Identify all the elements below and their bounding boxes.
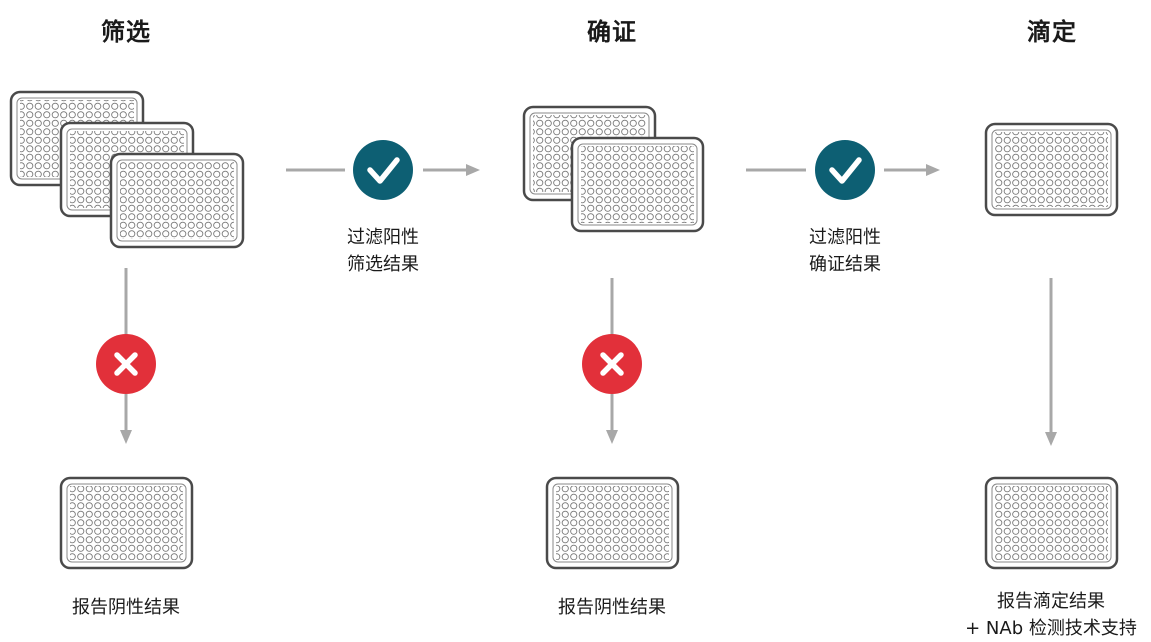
stage-title-titration: 滴定 xyxy=(1027,18,1077,46)
report-caption-titration: 报告滴定结果 + NAb 检测技术支持 xyxy=(965,588,1137,642)
pass-arrow-screening-to-confirmation xyxy=(286,140,480,200)
titration-down-arrow xyxy=(1045,278,1057,446)
screening-plate-stack xyxy=(9,90,245,249)
close-icon xyxy=(582,334,642,394)
check-icon xyxy=(353,140,413,200)
caption-line: 过滤阳性 xyxy=(347,227,419,248)
transition-caption-confirmation: 过滤阳性 确证结果 xyxy=(809,224,881,278)
caption-line: 报告滴定结果 xyxy=(996,591,1105,612)
confirmation-plate-stack xyxy=(522,105,705,233)
stage-title-screening: 筛选 xyxy=(101,18,151,46)
titration-result-plate xyxy=(984,476,1119,570)
well-plate xyxy=(570,136,705,233)
caption-line: 筛选结果 xyxy=(347,254,419,275)
close-icon xyxy=(96,334,156,394)
fail-arrow-screening xyxy=(96,268,156,444)
negative-result-plate-screening xyxy=(59,476,194,570)
caption-line: + NAb 检测技术支持 xyxy=(965,618,1137,639)
well-plate xyxy=(109,152,245,249)
titration-plate xyxy=(984,122,1119,217)
fail-arrow-confirmation xyxy=(582,278,642,444)
transition-caption-screening: 过滤阳性 筛选结果 xyxy=(347,224,419,278)
caption-line: 确证结果 xyxy=(809,254,881,275)
pass-arrow-confirmation-to-titration xyxy=(746,140,940,200)
caption-line: 过滤阳性 xyxy=(809,227,881,248)
check-icon xyxy=(815,140,875,200)
report-caption-screening: 报告阴性结果 xyxy=(72,597,180,618)
report-caption-confirmation: 报告阴性结果 xyxy=(558,597,666,618)
negative-result-plate-confirmation xyxy=(545,476,680,570)
stage-title-confirmation: 确证 xyxy=(587,18,637,46)
